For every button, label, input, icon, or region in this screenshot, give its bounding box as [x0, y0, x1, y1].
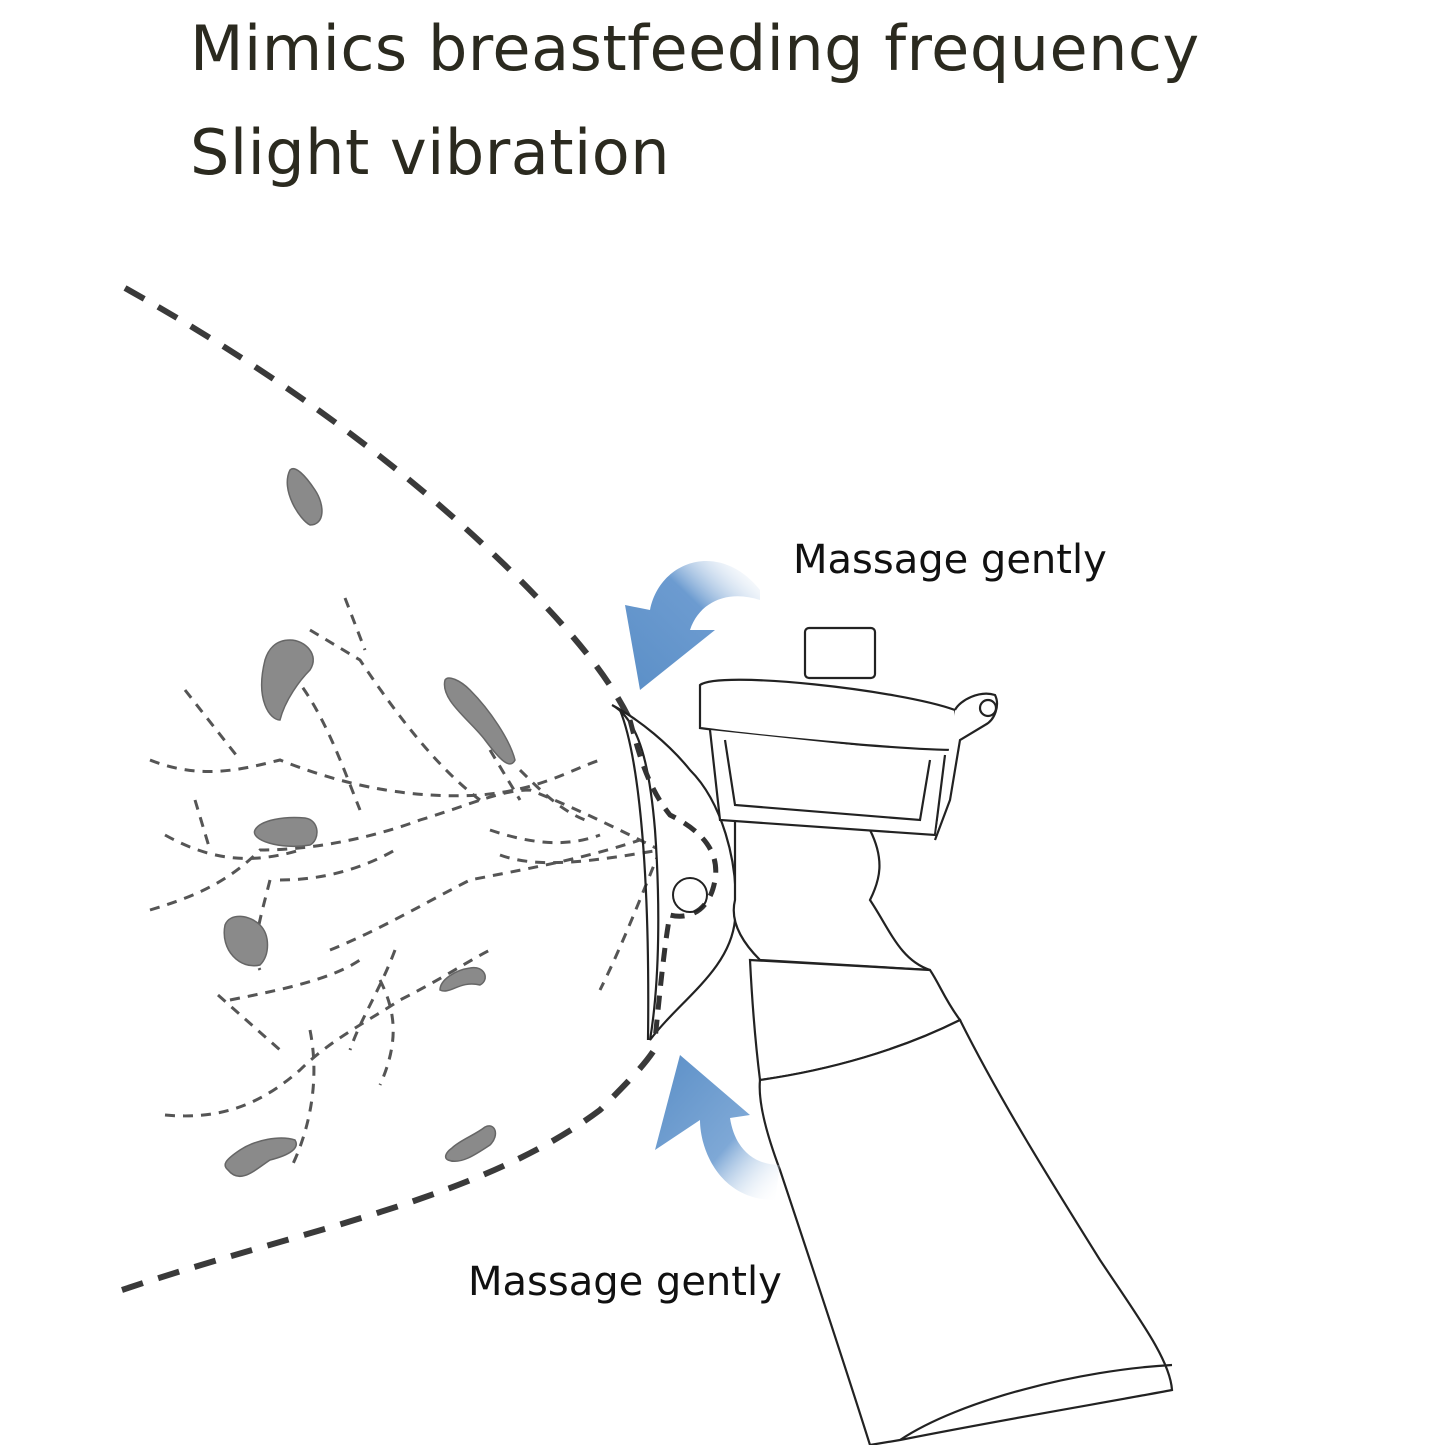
nipple-circle: [672, 877, 708, 913]
nipple-outline: [627, 719, 719, 1041]
headline-vibration: Slight vibration: [190, 116, 670, 189]
breast-pump-device: [611, 626, 1174, 1445]
breast-outline: [121, 285, 663, 1293]
mammary-glands: [223, 468, 516, 1177]
massage-label-bottom: Massage gently: [468, 1259, 782, 1305]
massage-label-top: Massage gently: [793, 537, 1107, 583]
curved-arrow-down-left-icon: [625, 561, 760, 690]
curved-arrow-up-left-icon: [655, 1055, 780, 1200]
headline-frequency: Mimics breastfeeding frequency: [190, 12, 1200, 85]
milk-ducts: [149, 597, 662, 1171]
